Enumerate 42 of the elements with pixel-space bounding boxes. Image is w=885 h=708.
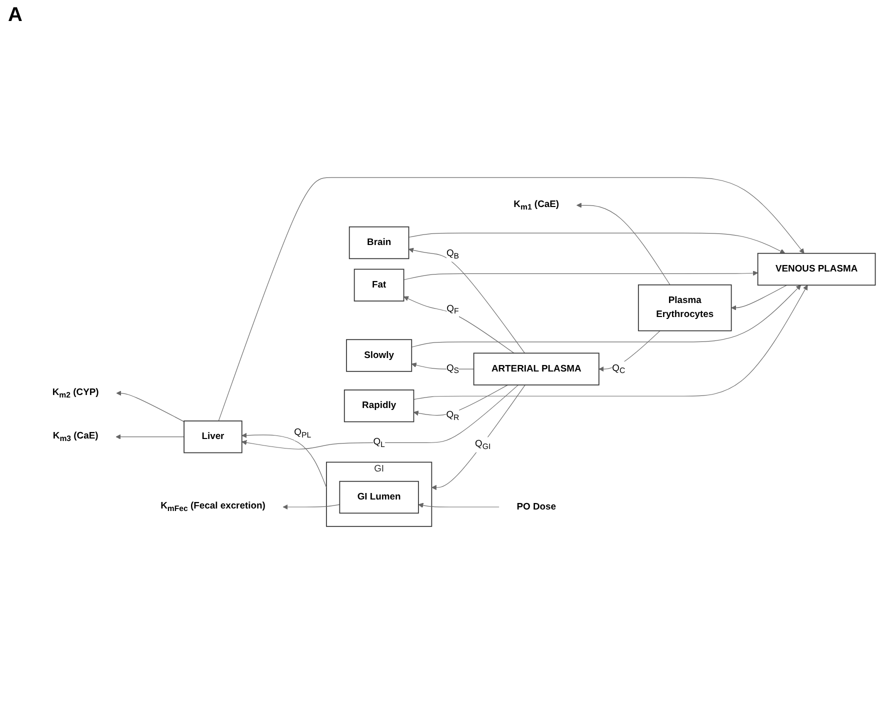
node-text: K$_{m3}$ (CaE) bbox=[52, 430, 98, 443]
edge-label: Q$_{C}$ bbox=[612, 363, 626, 375]
arrow bbox=[576, 202, 670, 286]
arrow bbox=[418, 502, 500, 508]
arrow bbox=[411, 284, 802, 348]
node-box: Fat bbox=[354, 268, 404, 302]
arrow bbox=[411, 362, 474, 370]
edge-label: Q$_{F}$ bbox=[446, 304, 459, 316]
arrow bbox=[413, 284, 808, 400]
node-box: GI Lumen bbox=[339, 480, 419, 514]
arrow bbox=[218, 177, 804, 422]
edge-label: Q$_{B}$ bbox=[446, 248, 460, 260]
arrow bbox=[282, 504, 340, 510]
arrow bbox=[598, 330, 660, 372]
arrow bbox=[731, 284, 788, 310]
arrow bbox=[404, 296, 514, 354]
node-box: Liver bbox=[184, 420, 242, 454]
arrow bbox=[242, 384, 519, 450]
edge-label: Q$_{R}$ bbox=[446, 410, 460, 422]
node-box: ARTERIAL PLASMA bbox=[473, 352, 600, 386]
arrow bbox=[431, 384, 526, 490]
arrow bbox=[403, 270, 758, 280]
node-text: K$_{m1}$ (CaE) bbox=[514, 199, 560, 212]
node-box: Brain bbox=[348, 226, 410, 260]
arrow bbox=[242, 432, 327, 488]
edge-label: Q$_{GI}$ bbox=[475, 438, 491, 451]
node-box: Slowly bbox=[346, 339, 412, 372]
node-box: VENOUS PLASMA bbox=[757, 252, 876, 286]
edge-label: Q$_{L}$ bbox=[373, 436, 385, 449]
node-box: Plasma Erythrocytes bbox=[638, 284, 732, 332]
edge-label: Q$_{S}$ bbox=[446, 363, 460, 375]
arrow bbox=[414, 384, 508, 416]
edge-label: Q$_{PL}$ bbox=[294, 427, 312, 440]
arrow bbox=[408, 232, 786, 254]
arrow bbox=[116, 434, 184, 440]
arrow bbox=[116, 390, 184, 422]
node-text: PO Dose bbox=[516, 502, 556, 512]
arrow bbox=[408, 248, 526, 354]
node-text: K$_{mFec}$ (Fecal excretion) bbox=[160, 501, 266, 513]
node-box: Rapidly bbox=[344, 390, 414, 422]
node-text: K$_{m2}$ (CYP) bbox=[52, 387, 99, 400]
panel-letter: A bbox=[8, 4, 22, 27]
